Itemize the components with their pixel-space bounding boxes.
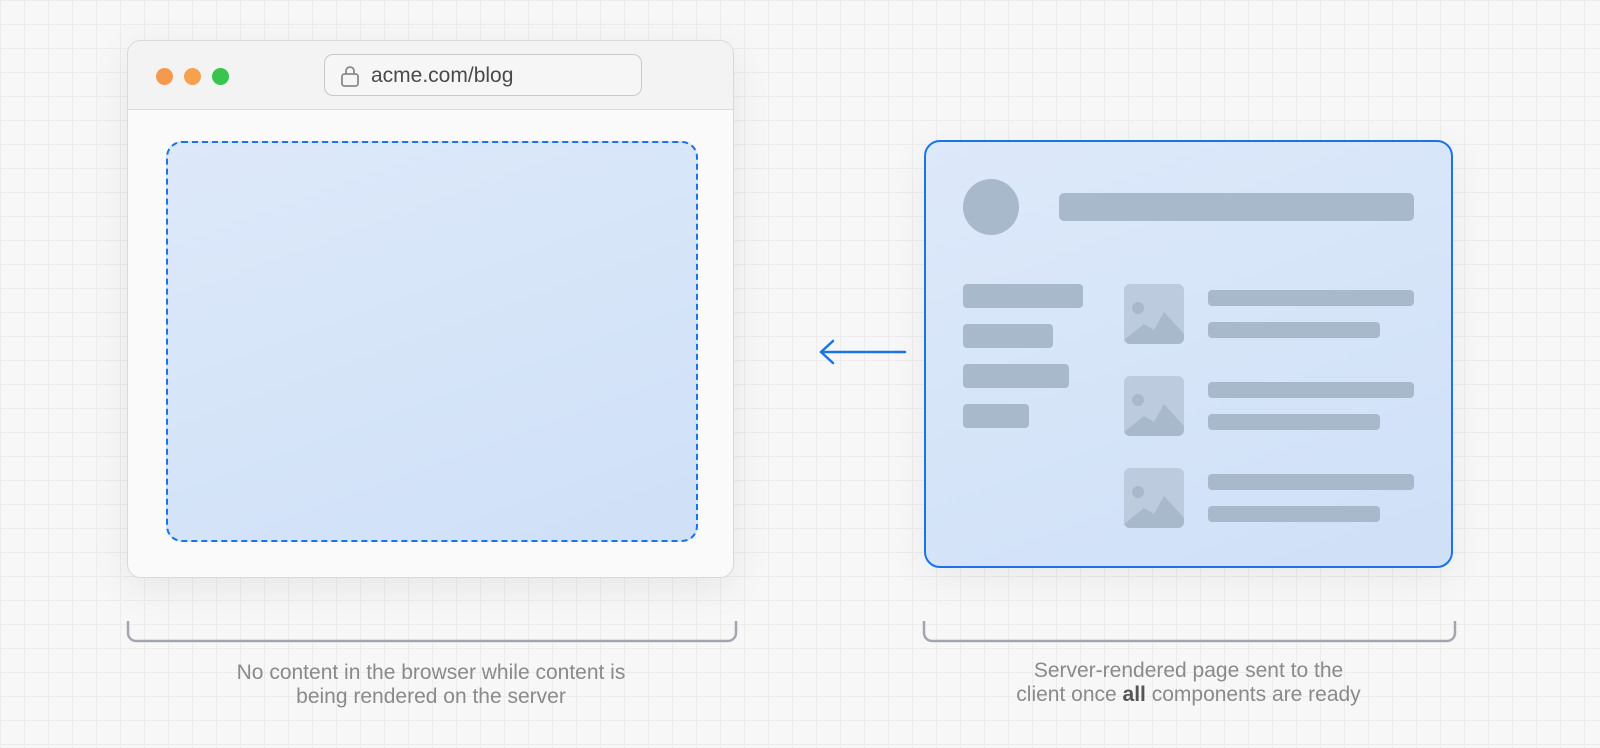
close-window-dot[interactable] — [156, 68, 173, 85]
right-caption-emphasis: all — [1122, 683, 1146, 706]
empty-content-area — [166, 141, 698, 542]
text-placeholder-line — [1208, 382, 1414, 398]
right-caption-text: client once — [1016, 683, 1123, 706]
sidebar-placeholder-item — [963, 284, 1083, 308]
text-placeholder-line — [1208, 322, 1380, 338]
image-placeholder-icon — [1124, 376, 1184, 436]
maximize-window-dot[interactable] — [212, 68, 229, 85]
image-placeholder-icon — [1124, 468, 1184, 528]
arrow-left-icon — [817, 337, 907, 372]
text-placeholder-line — [1208, 474, 1414, 490]
avatar-placeholder — [963, 179, 1019, 235]
image-placeholder-icon — [1124, 284, 1184, 344]
right-bracket — [922, 621, 1457, 648]
right-caption-text: components are ready — [1145, 683, 1361, 706]
sidebar-placeholder-item — [963, 324, 1053, 348]
right-caption: Server-rendered page sent to the client … — [922, 659, 1455, 707]
sidebar-placeholder-item — [963, 364, 1069, 388]
browser-window: acme.com/blog — [127, 40, 734, 578]
rendered-page-card — [924, 140, 1453, 568]
left-bracket — [126, 621, 738, 648]
left-caption-line: being rendered on the server — [296, 685, 566, 708]
minimize-window-dot[interactable] — [184, 68, 201, 85]
right-caption-line: Server-rendered page sent to the — [1033, 659, 1344, 682]
browser-toolbar: acme.com/blog — [128, 41, 733, 110]
title-placeholder — [1059, 193, 1414, 221]
text-placeholder-line — [1208, 414, 1380, 430]
text-placeholder-line — [1208, 506, 1380, 522]
address-bar[interactable]: acme.com/blog — [324, 54, 642, 96]
address-url: acme.com/blog — [371, 64, 514, 87]
text-placeholder-line — [1208, 290, 1414, 306]
right-caption-line: client once all components are ready — [922, 683, 1455, 707]
sidebar-placeholder-item — [963, 404, 1029, 428]
left-caption: No content in the browser while content … — [126, 661, 736, 709]
lock-icon — [340, 65, 360, 92]
left-caption-line: No content in the browser while content … — [236, 661, 626, 684]
